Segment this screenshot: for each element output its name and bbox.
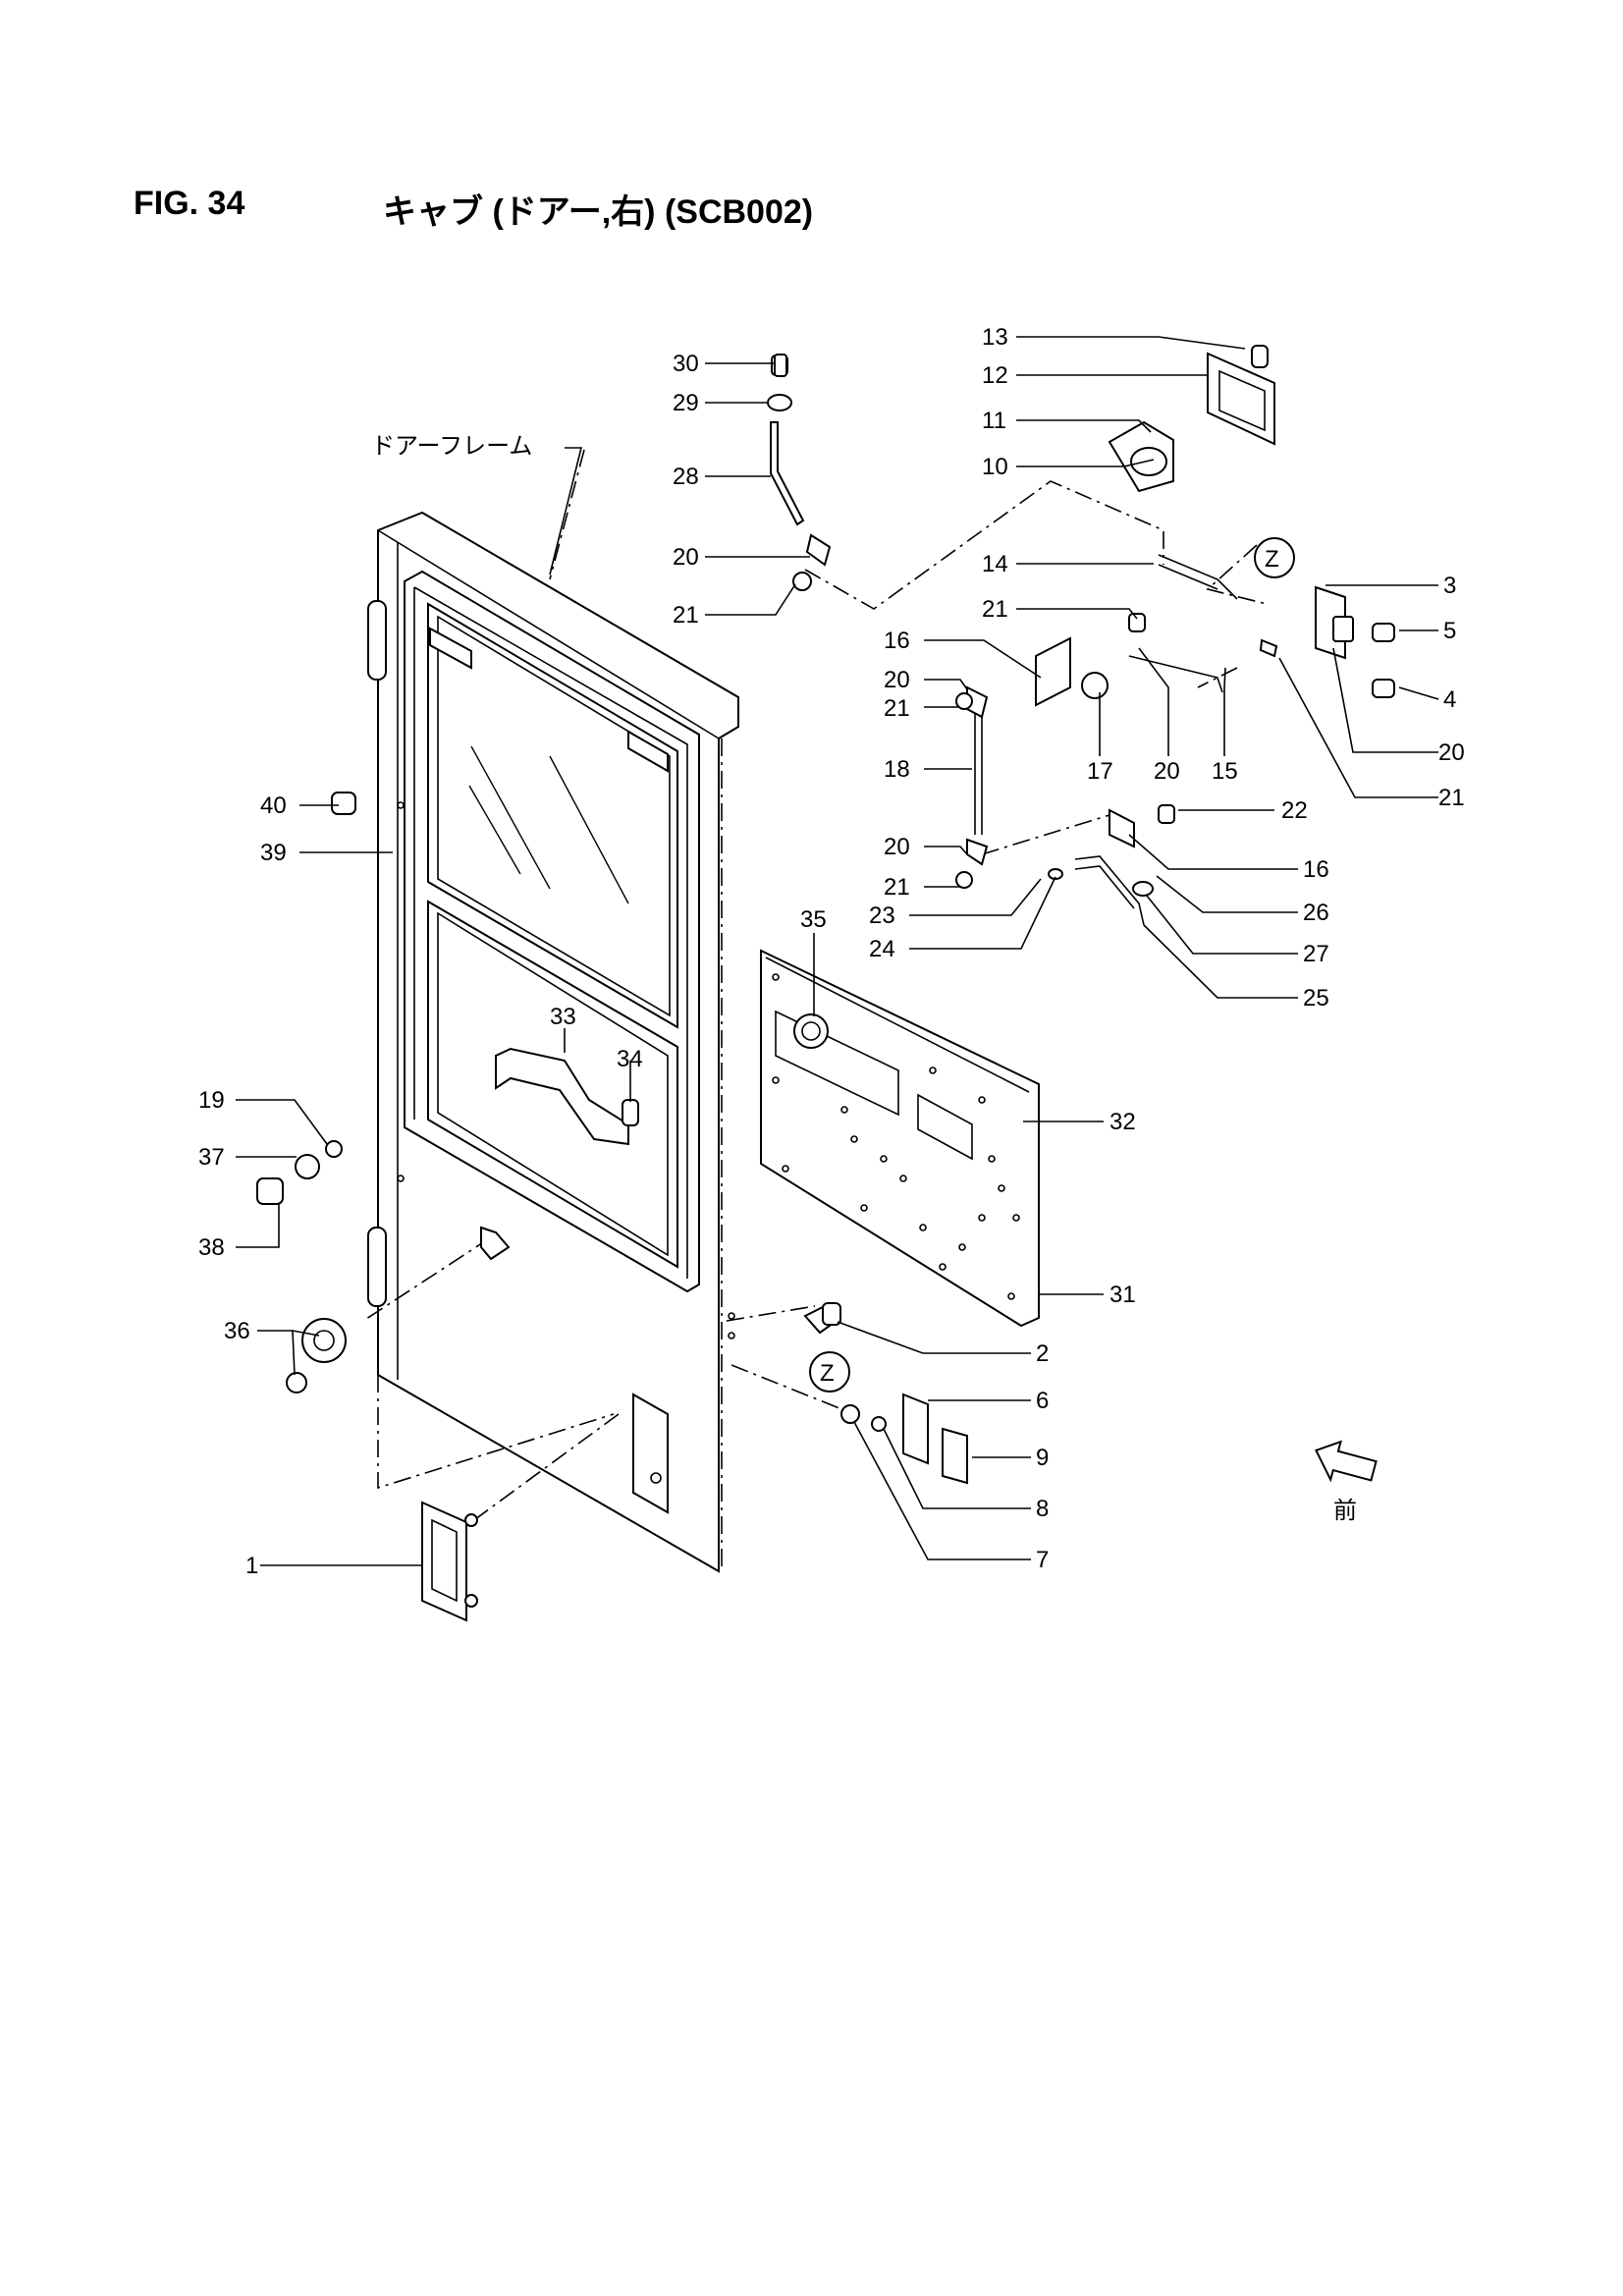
part-1-handle: [421, 1501, 478, 1622]
trim-panel: [760, 949, 1040, 1328]
callout-8: 8: [1036, 1496, 1049, 1522]
leader-lines: [236, 336, 1439, 1566]
callout-23: 23: [869, 902, 895, 929]
callout-16-lower: 16: [1303, 856, 1329, 883]
latch-mechanism: [767, 345, 1395, 926]
callout-10: 10: [982, 454, 1008, 480]
callout-37: 37: [198, 1144, 225, 1171]
callout-28: 28: [673, 464, 699, 490]
callout-20-right: 20: [1438, 739, 1465, 766]
view-marker-z-top: Z: [1254, 537, 1295, 578]
callout-1: 1: [245, 1553, 258, 1579]
callout-19: 19: [198, 1087, 225, 1114]
door-frame-label: ドアーフレーム: [371, 433, 532, 460]
callout-4: 4: [1443, 686, 1456, 713]
callout-7: 7: [1036, 1547, 1049, 1573]
callout-6: 6: [1036, 1388, 1049, 1414]
callout-36: 36: [224, 1318, 250, 1344]
callout-3: 3: [1443, 573, 1456, 599]
view-marker-z-bottom-label: Z: [820, 1360, 835, 1387]
callout-20-mid: 20: [1154, 758, 1180, 785]
callout-12: 12: [982, 362, 1008, 389]
view-marker-z-top-label: Z: [1265, 546, 1279, 573]
callout-31: 31: [1109, 1282, 1136, 1308]
callout-34: 34: [617, 1046, 643, 1072]
figure-title: キャブ (ドアー,右) (SCB002): [383, 193, 814, 231]
part-z-hinge-group: [840, 1393, 968, 1485]
callout-39: 39: [260, 840, 287, 866]
callout-22: 22: [1281, 797, 1308, 824]
figure-number: FIG. 34: [134, 185, 245, 222]
part-40-bolt: [331, 792, 356, 815]
callout-32: 32: [1109, 1109, 1136, 1135]
callout-5: 5: [1443, 618, 1456, 644]
callout-27: 27: [1303, 941, 1329, 967]
callout-35: 35: [800, 906, 827, 933]
front-arrow: 前: [1314, 1440, 1378, 1524]
callout-40: 40: [260, 793, 287, 819]
callout-15: 15: [1212, 758, 1238, 785]
callout-21-top: 21: [673, 602, 699, 629]
callout-17: 17: [1087, 758, 1113, 785]
callout-25: 25: [1303, 985, 1329, 1011]
callout-30: 30: [673, 351, 699, 377]
callout-9: 9: [1036, 1445, 1049, 1471]
callout-21-right: 21: [1438, 785, 1465, 811]
callout-29: 29: [673, 390, 699, 416]
callout-18: 18: [884, 756, 910, 783]
callout-14: 14: [982, 551, 1008, 577]
callout-21-lower: 21: [884, 874, 910, 901]
callout-2: 2: [1036, 1340, 1049, 1367]
callout-20-left: 20: [884, 667, 910, 693]
callout-21-left: 21: [884, 695, 910, 722]
callout-11: 11: [982, 408, 1006, 434]
callout-38: 38: [198, 1234, 225, 1261]
callout-13: 13: [982, 324, 1008, 351]
door-frame: [367, 511, 739, 1573]
callout-20-lower: 20: [884, 834, 910, 860]
callout-33: 33: [550, 1004, 576, 1030]
view-marker-z-bottom: Z: [809, 1351, 850, 1393]
front-label: 前: [1333, 1498, 1357, 1524]
part-36-38-bumpers: [256, 1140, 511, 1394]
part-2-striker-bolt: [803, 1302, 841, 1335]
callout-26: 26: [1303, 900, 1329, 926]
callout-20-top: 20: [673, 544, 699, 571]
callout-24: 24: [869, 936, 895, 962]
callout-21-mid: 21: [982, 596, 1008, 623]
callout-16-upper: 16: [884, 628, 910, 654]
assembly-lines: [362, 449, 1268, 1569]
callout-labels: 13 12 11 10 14 3 5 4 20 21 21 16 20 21 1…: [198, 324, 1465, 1579]
